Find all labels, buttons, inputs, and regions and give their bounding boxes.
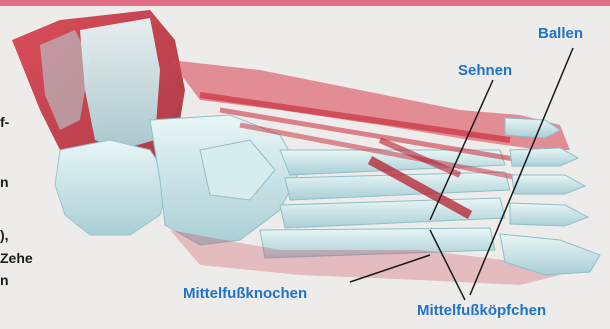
side-text-1: f- (0, 114, 9, 130)
label-sehnen: Sehnen (458, 62, 512, 79)
label-ballen: Ballen (538, 25, 583, 42)
side-text-5: n (0, 272, 9, 288)
label-mittelfusskoepfchen: Mittelfußköpfchen (417, 302, 546, 319)
side-text-3: ), (0, 227, 9, 243)
label-mittelfussknochen: Mittelfußknochen (183, 285, 307, 302)
side-text-4: Zehe (0, 250, 33, 266)
side-text-2: n (0, 174, 9, 190)
